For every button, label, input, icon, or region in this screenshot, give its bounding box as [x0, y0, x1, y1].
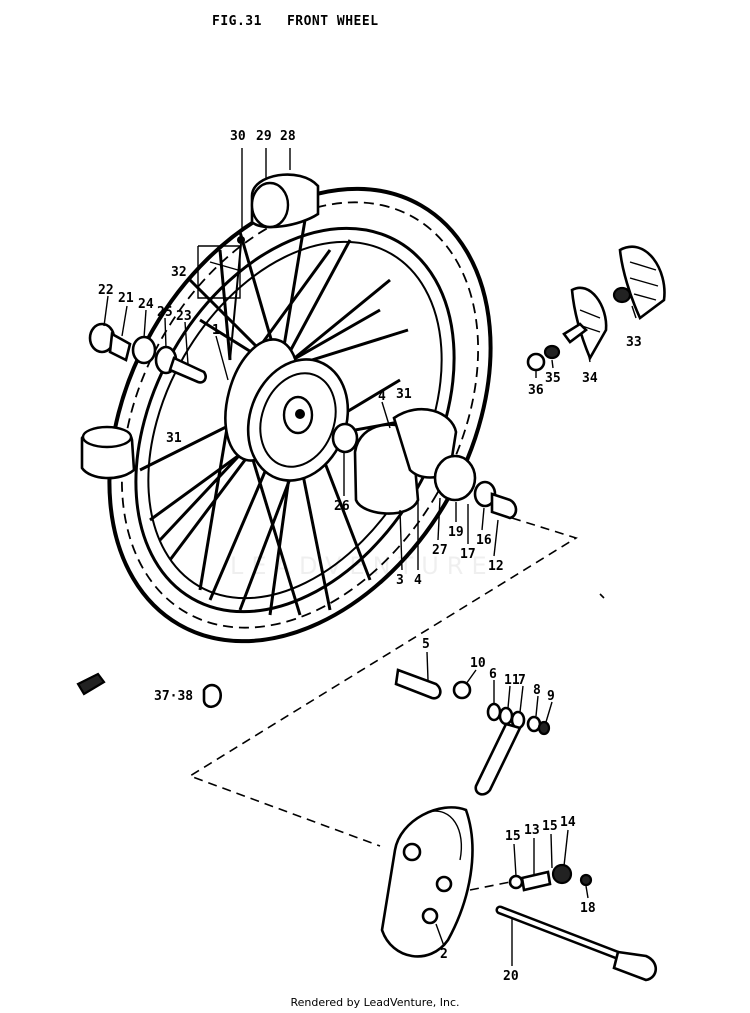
assembly-guides — [188, 245, 605, 891]
render-credit: Rendered by LeadVenture, Inc. — [290, 996, 460, 1009]
callout-19: 19 — [448, 525, 464, 540]
callout-35: 35 — [545, 371, 561, 386]
callout-23: 23 — [176, 309, 192, 324]
callout-31-right: 31 — [396, 387, 412, 402]
callout-20: 20 — [503, 969, 519, 984]
brake-shoes — [331, 408, 518, 520]
callout-3: 3 — [396, 573, 404, 588]
arm-hardware — [508, 863, 593, 892]
callout-14: 14 — [560, 815, 576, 830]
callout-4-bottom: 4 — [414, 573, 422, 588]
callout-11: 11 — [504, 673, 520, 688]
brake-cam-lever — [394, 668, 551, 796]
callout-29: 29 — [256, 129, 272, 144]
callout-17: 17 — [460, 547, 476, 562]
callout-21: 21 — [118, 291, 134, 306]
callout-34: 34 — [582, 371, 598, 386]
callout-31-left: 31 — [166, 431, 182, 446]
callout-36: 36 — [528, 383, 544, 398]
speedometer-gear — [526, 245, 666, 372]
callout-22: 22 — [98, 283, 114, 298]
callout-26: 26 — [334, 499, 350, 514]
callout-28: 28 — [280, 129, 296, 144]
callout-18: 18 — [580, 901, 596, 916]
callout-8: 8 — [533, 683, 541, 698]
callout-1: 1 — [212, 323, 220, 338]
callout-16: 16 — [476, 533, 492, 548]
tube-end — [80, 425, 136, 480]
callout-6: 6 — [489, 667, 497, 682]
callout-15-left: 15 — [505, 829, 521, 844]
callout-4-top: 4 — [378, 389, 386, 404]
callout-labels: 30 29 28 32 22 21 24 25 23 1 31 31 33 34… — [98, 129, 642, 984]
misc-clip — [76, 672, 222, 709]
callout-27: 27 — [432, 543, 448, 558]
watermark: LEADVENTURE — [230, 552, 495, 580]
callout-33: 33 — [626, 335, 642, 350]
collar-set — [88, 322, 207, 384]
callout-32: 32 — [171, 265, 187, 280]
callout-13: 13 — [524, 823, 540, 838]
callout-25: 25 — [157, 305, 173, 320]
callout-12: 12 — [488, 559, 504, 574]
callout-2: 2 — [440, 947, 448, 962]
brake-panel — [380, 806, 474, 958]
callout-10: 10 — [470, 656, 486, 671]
callout-15-right: 15 — [542, 819, 558, 834]
figure-title: FIG.31 FRONT WHEEL — [212, 14, 379, 29]
spoke-detail — [209, 236, 245, 361]
front-axle — [495, 905, 658, 982]
leader-lines — [103, 148, 637, 966]
callout-37-38: 37·38 — [154, 689, 193, 704]
callout-30: 30 — [230, 129, 246, 144]
callout-5: 5 — [422, 637, 430, 652]
callout-7: 7 — [518, 673, 526, 688]
hub — [224, 338, 350, 482]
rim-band — [250, 173, 320, 229]
callout-9: 9 — [547, 689, 555, 704]
callout-24: 24 — [138, 297, 154, 312]
